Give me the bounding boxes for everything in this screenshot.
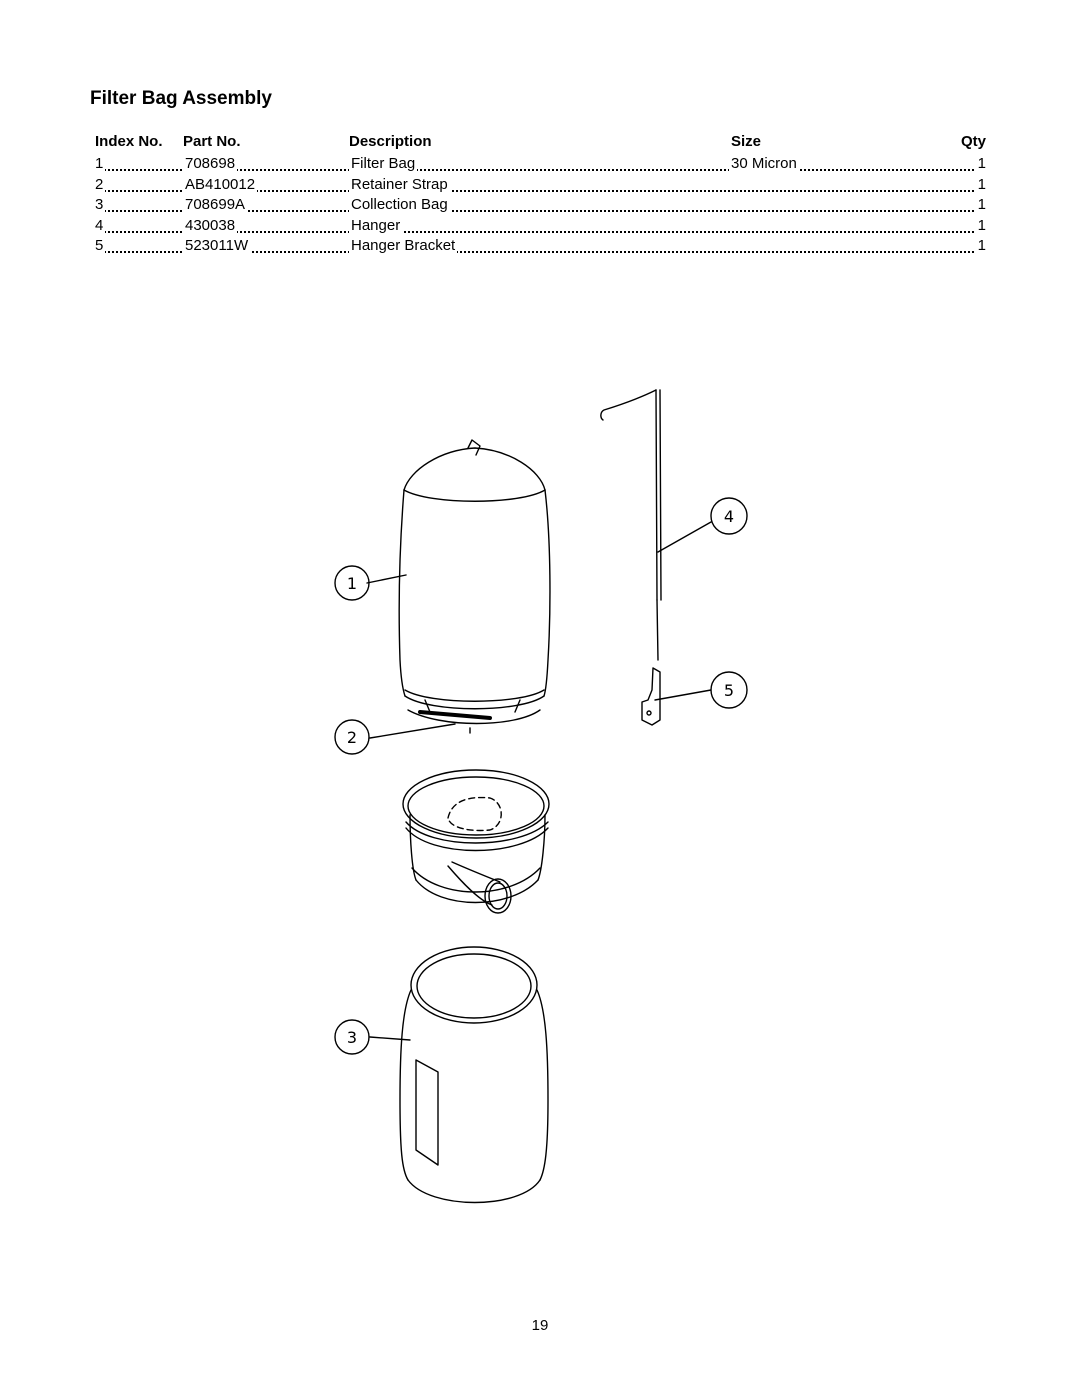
qty: 1 [975, 237, 986, 255]
part-no: 523011W [183, 237, 251, 255]
header-qty: Qty [960, 133, 986, 150]
dot-leader [95, 189, 986, 192]
index-no: 2 [95, 175, 106, 194]
description: Hanger Bracket [349, 237, 458, 255]
table-row: 4 430038 Hanger 1 [95, 216, 986, 238]
hanger-bracket-drawing [641, 667, 661, 726]
table-row: 2 AB410012 Retainer Strap 1 [95, 175, 986, 197]
retainer-strap-drawing [402, 769, 550, 914]
header-size: Size [731, 133, 762, 150]
description: Collection Bag [349, 196, 450, 214]
header-description: Description [349, 133, 432, 150]
callout-1: 1 [347, 574, 357, 593]
qty: 1 [975, 216, 986, 235]
hanger-drawing [600, 389, 662, 661]
index-no: 5 [95, 237, 106, 255]
dot-leader [95, 210, 986, 212]
index-no: 3 [95, 196, 106, 214]
part-no: 430038 [183, 216, 238, 235]
page-title: Filter Bag Assembly [90, 88, 272, 109]
qty: 1 [975, 196, 986, 214]
description: Hanger [349, 216, 403, 235]
table-row: 1 708698 Filter Bag 30 Micron 1 [95, 155, 986, 176]
callout-2: 2 [347, 728, 357, 747]
qty: 1 [975, 175, 986, 194]
callout-circles [334, 497, 748, 1055]
header-part-no: Part No. [183, 133, 241, 150]
page-number: 19 [531, 1317, 549, 1334]
dot-leader [95, 251, 986, 253]
size: 30 Micron [729, 155, 799, 173]
description: Filter Bag [349, 155, 418, 173]
index-no: 1 [95, 155, 106, 173]
parts-table: Index No. Part No. Description Size Qty … [95, 133, 986, 258]
description: Retainer Strap [349, 175, 450, 194]
part-no: 708698 [183, 155, 238, 173]
callout-4: 4 [724, 507, 734, 526]
part-no: 708699A [183, 196, 248, 214]
index-no: 4 [95, 216, 106, 235]
filter-bag-drawing [398, 439, 551, 734]
table-row: 3 708699A Collection Bag 1 [95, 196, 986, 217]
dot-leader [95, 230, 986, 233]
dot-leader [95, 169, 986, 171]
header-index-no: Index No. [95, 133, 163, 150]
callout-5: 5 [724, 681, 734, 700]
callout-labels: 1 2 3 4 5 [347, 507, 734, 1047]
table-row: 5 523011W Hanger Bracket 1 [95, 237, 986, 258]
part-no: AB410012 [183, 175, 258, 194]
collection-bag-drawing [399, 946, 549, 1204]
table-header: Index No. Part No. Description Size Qty [95, 133, 986, 155]
qty: 1 [975, 155, 986, 173]
callout-3: 3 [347, 1028, 357, 1047]
callout-leaders [366, 521, 712, 1041]
